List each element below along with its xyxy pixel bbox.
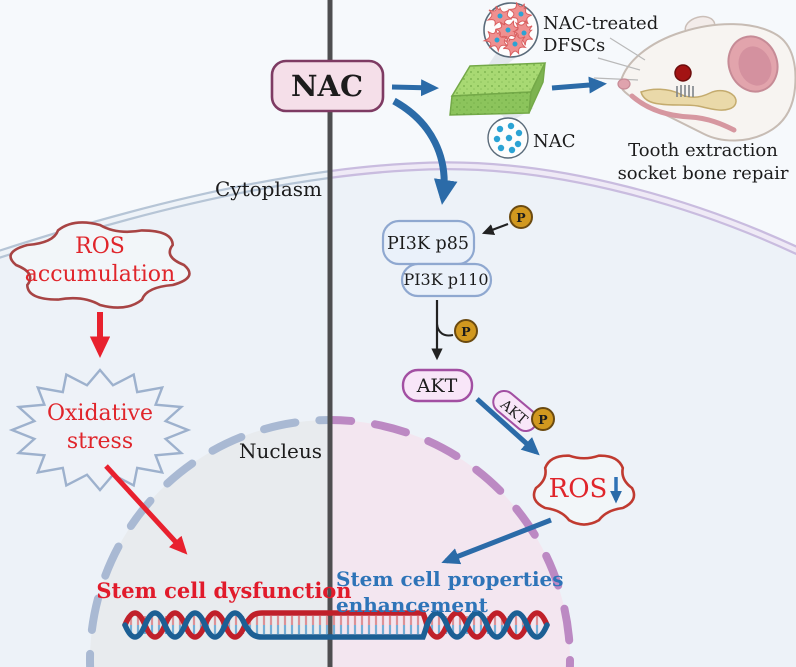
phosphate-circle-1 (509, 205, 533, 229)
phosphate-label-2: P (461, 324, 471, 339)
mouse-nose (617, 78, 631, 90)
arrow-ros-to-enhancement (441, 517, 552, 565)
nucleus-left-half (90, 420, 330, 667)
mouse-eye (674, 64, 692, 82)
enhancement-label-line1: Stem cell properties (336, 567, 564, 591)
mouse-illustration (593, 15, 796, 142)
nac-box (270, 59, 385, 113)
dfsc-label-line1: NAC-treated (543, 13, 658, 34)
arrow-p-to-pi3k (481, 222, 509, 235)
cell-membrane (0, 161, 796, 259)
oxidative-stress-label-line2: stress (67, 429, 133, 454)
dfsc-label-line2: DFSCs (543, 35, 605, 56)
left-pathway: ROS accumulation Oxidative stress Stem c… (8, 221, 352, 603)
arrow-nac-to-scaffold (391, 79, 439, 97)
arrow-akt-to-ros (475, 397, 540, 456)
nac-circle-label: NAC (533, 131, 576, 152)
pi3k-p85-label: PI3K p85 (387, 234, 469, 254)
oxidative-stress-burst (8, 368, 192, 492)
ros-reduced-label: ROS (549, 474, 608, 504)
ros-accumulation-label-line1: ROS (75, 234, 125, 259)
mouse-ear-inner (738, 46, 772, 86)
arrow-scaffold-to-mouse (551, 76, 607, 94)
nac-box-label: NAC (291, 69, 363, 103)
ros-reduced-cloud (532, 454, 636, 526)
top-pathway: NAC NAC-treated DFSCs (270, 0, 796, 184)
branch-to-phosphate (436, 323, 454, 337)
arrow-nac-to-pi3k (392, 97, 458, 205)
right-pathway: PI3K p85 PI3K p110 P P AKT AKT P ROS Ste… (336, 97, 636, 617)
nucleus-label: Nucleus (239, 439, 322, 463)
pi3k-p110-label: PI3K p110 (403, 270, 488, 289)
nucleus-right-half (330, 420, 570, 667)
dna-strand-red (122, 610, 550, 640)
ros-accumulation-cloud (9, 221, 191, 309)
ros-accumulation-label-line2: accumulation (25, 262, 175, 287)
arrow-stress-to-dysfunction (104, 464, 188, 555)
mouse-teeth (676, 85, 694, 97)
dysfunction-label: Stem cell dysfunction (96, 578, 351, 603)
mouse-whiskers (593, 37, 646, 81)
phosphate-label-3: P (538, 412, 548, 427)
mouse-caption-line1: Tooth extraction (628, 140, 778, 161)
mouse-jawbone (640, 88, 737, 111)
enhancement-label-line2: enhancement (336, 593, 489, 617)
nucleus-membrane-left (86, 416, 330, 667)
oxidative-stress-label-line1: Oxidative (47, 401, 153, 426)
akt-label: AKT (416, 375, 458, 397)
phosphate-circle-2 (454, 319, 478, 343)
dna-strand-blue (122, 610, 550, 640)
dfsc-circle (482, 0, 539, 61)
mouse-caption-line2: socket bone repair (618, 163, 789, 184)
mouse-mouth (629, 93, 737, 133)
cytoplasm-label: Cytoplasm (215, 177, 322, 201)
dna-helix (122, 610, 550, 640)
pi3k-p110-box (400, 262, 493, 298)
nac-particle-circle (487, 117, 529, 159)
phosphate-label-1: P (516, 210, 526, 225)
phosphate-circle-3 (531, 407, 555, 431)
nucleus-membrane-right (330, 416, 574, 667)
scaffold-sponge (449, 62, 547, 116)
akt-box (401, 368, 474, 403)
